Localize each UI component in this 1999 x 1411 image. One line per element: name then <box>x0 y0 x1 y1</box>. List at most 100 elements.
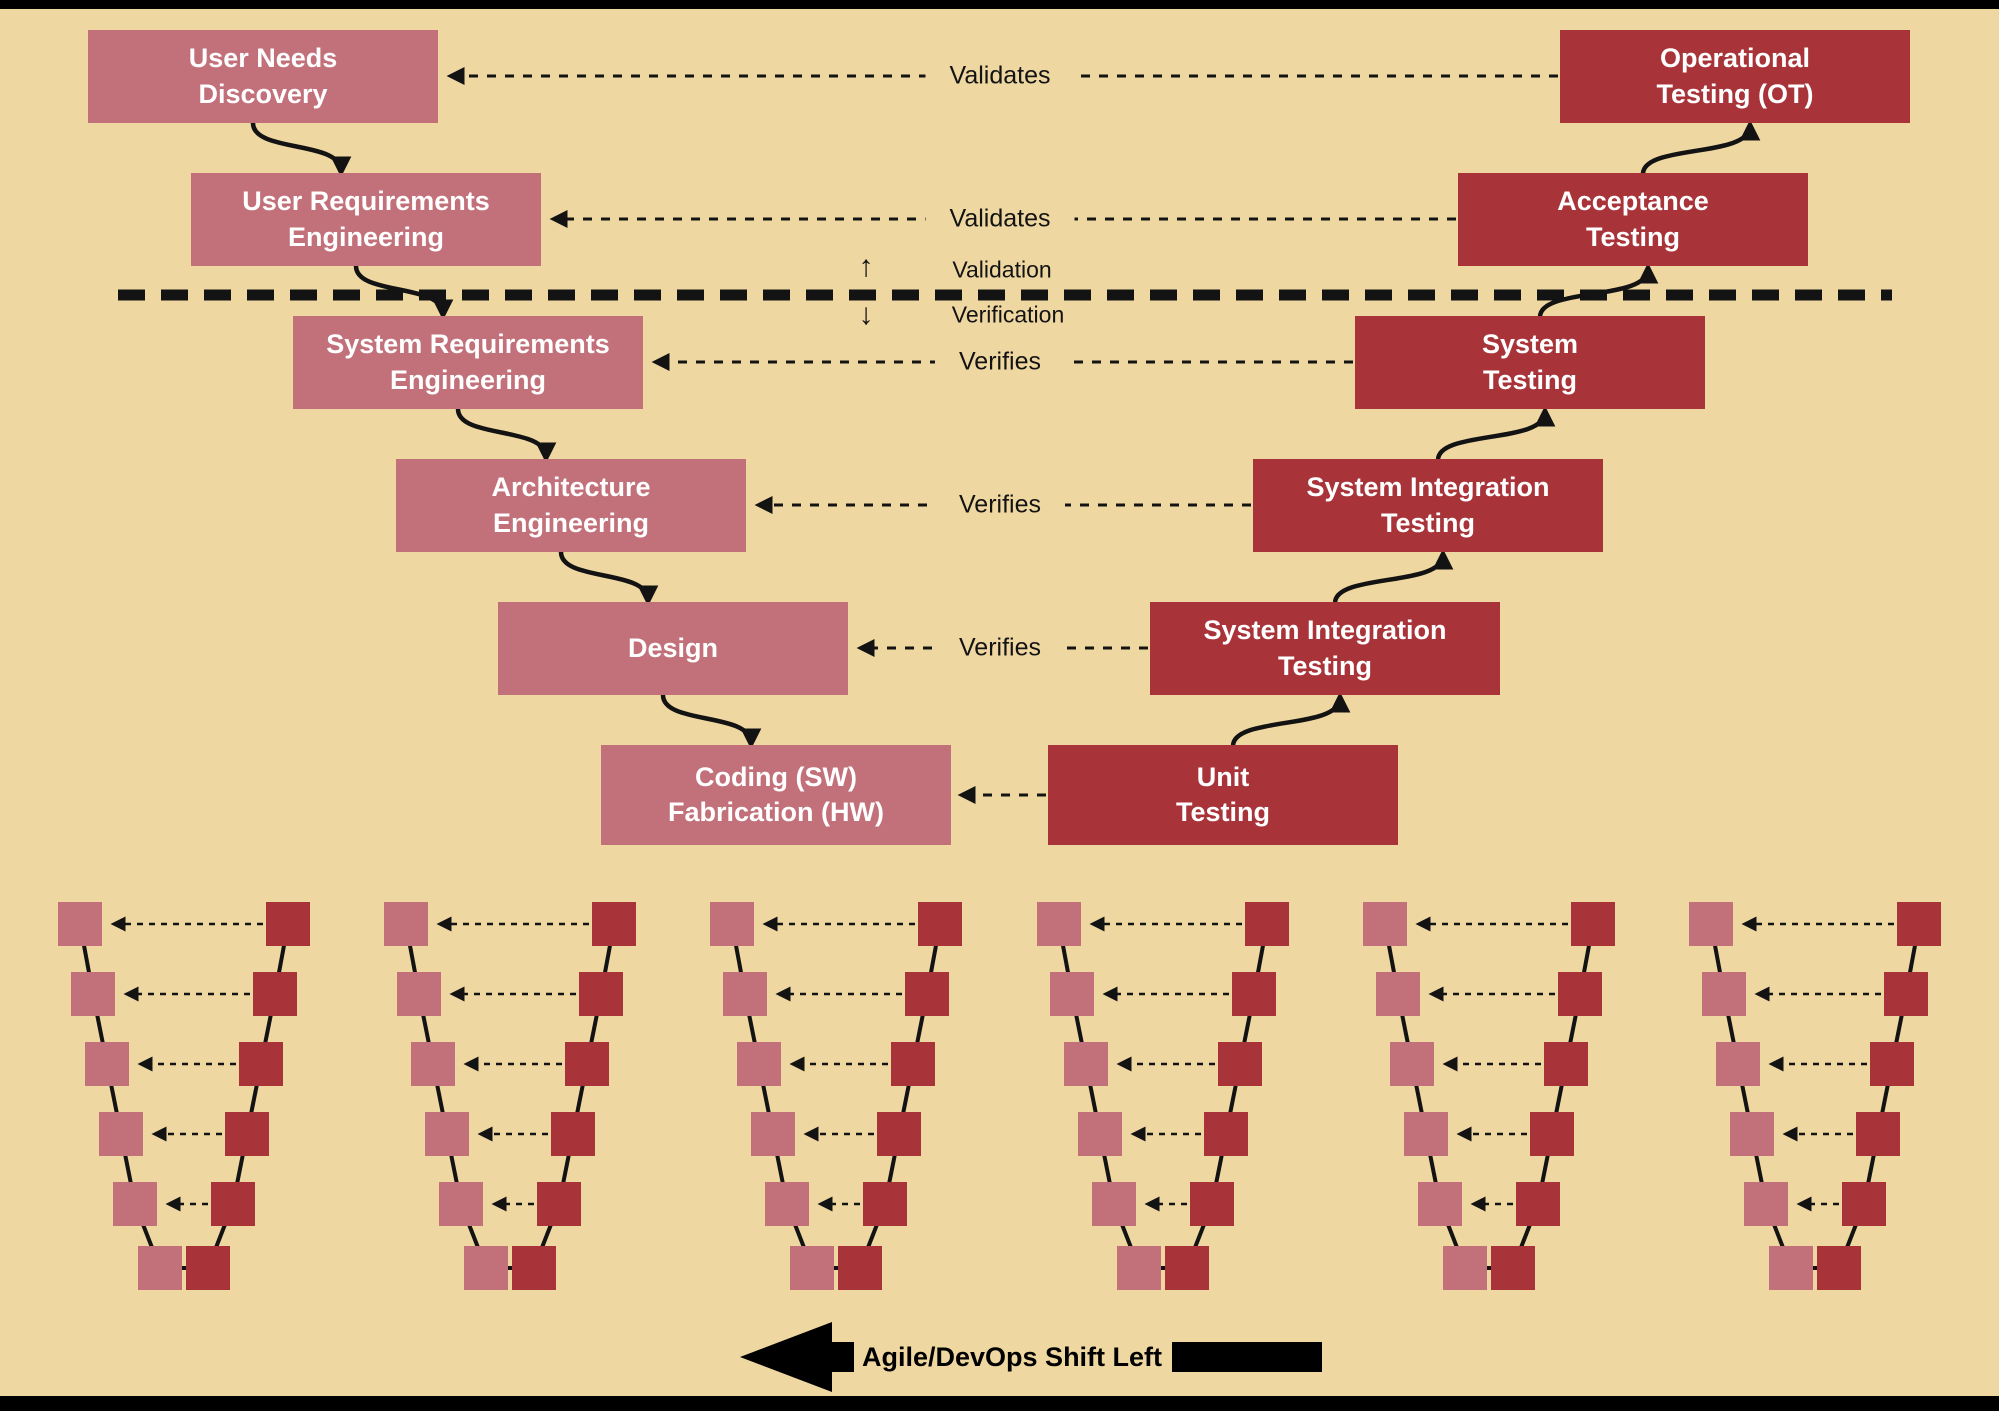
connector-left-3 <box>455 408 557 464</box>
connector-right-1 <box>1230 691 1351 747</box>
mini-v-left-square <box>439 1182 483 1226</box>
mini-v-model <box>58 902 310 1290</box>
mini-v-left-square <box>1064 1042 1108 1086</box>
mini-v-right-square <box>1817 1246 1861 1290</box>
mini-v-left-square <box>751 1112 795 1156</box>
mini-v-left-square <box>71 972 115 1016</box>
mini-v-right-square <box>1232 972 1276 1016</box>
phase-box-user-needs-discovery: User Needs Discovery <box>88 30 438 123</box>
mini-v-right-square <box>266 902 310 946</box>
mini-v-left-square <box>1716 1042 1760 1086</box>
phase-box-user-requirements-engineering: User Requirements Engineering <box>191 173 541 266</box>
mini-v-right-square <box>1842 1182 1886 1226</box>
mini-v-right-square <box>512 1246 556 1290</box>
mini-v-left-square <box>58 902 102 946</box>
mini-v-left-square <box>723 972 767 1016</box>
connector-left-2 <box>353 265 454 321</box>
mini-v-left-square <box>1050 972 1094 1016</box>
connector-left-1 <box>250 122 352 178</box>
mini-v-model <box>1037 902 1289 1290</box>
mini-v-right-square <box>253 972 297 1016</box>
mini-v-left-square <box>1037 902 1081 946</box>
phase-box-label: Unit Testing <box>1176 761 1270 827</box>
mini-v-left-square <box>1418 1182 1462 1226</box>
mini-v-left-square <box>710 902 754 946</box>
phase-box-coding-fabrication: Coding (SW) Fabrication (HW) <box>601 745 951 845</box>
mini-v-left-square <box>737 1042 781 1086</box>
phase-box-acceptance-testing: Acceptance Testing <box>1458 173 1808 266</box>
mini-v-right-square <box>891 1042 935 1086</box>
connector-right-4 <box>1537 262 1659 318</box>
mini-v-model <box>1689 902 1941 1290</box>
mini-v-left-square <box>397 972 441 1016</box>
mini-v-right-square <box>1190 1182 1234 1226</box>
phase-box-label: Design <box>627 632 719 663</box>
mini-v-left-square <box>1092 1182 1136 1226</box>
mini-v-right-square <box>592 902 636 946</box>
up-arrow-icon: ↑ <box>858 250 874 283</box>
phase-box-label: User Requirements Engineering <box>242 186 490 252</box>
phase-box-label: Operational Testing (OT) <box>1656 43 1814 109</box>
mini-v-left-square <box>1769 1246 1813 1290</box>
relation-label-validates-2: Validates <box>925 198 1075 240</box>
mini-v-right-square <box>211 1182 255 1226</box>
phase-box-system-integration-testing-2: System Integration Testing <box>1150 602 1500 695</box>
relation-label-verifies-1: Verifies <box>935 341 1065 383</box>
mini-v-model <box>1363 902 1615 1290</box>
mini-v-left-square <box>1078 1112 1122 1156</box>
connector-right-3 <box>1435 405 1556 461</box>
mini-v-right-square <box>239 1042 283 1086</box>
phase-box-unit-testing: Unit Testing <box>1048 745 1398 845</box>
mini-v-left-square <box>1376 972 1420 1016</box>
mini-v-left-square <box>99 1112 143 1156</box>
mini-v-left-square <box>1744 1182 1788 1226</box>
mini-v-left-square <box>113 1182 157 1226</box>
phase-box-operational-testing: Operational Testing (OT) <box>1560 30 1910 123</box>
mini-v-right-square <box>1544 1042 1588 1086</box>
relation-label-verifies-2: Verifies <box>935 484 1065 526</box>
relation-label-verifies-3: Verifies <box>935 627 1065 669</box>
mini-v-right-square <box>1571 902 1615 946</box>
arrow-bar-icon <box>1172 1342 1323 1372</box>
mini-v-right-square <box>565 1042 609 1086</box>
mini-v-right-square <box>1884 972 1928 1016</box>
phase-box-system-testing: System Testing <box>1355 316 1705 409</box>
mini-v-left-square <box>1390 1042 1434 1086</box>
phase-box-system-integration-testing-1: System Integration Testing <box>1253 459 1603 552</box>
mini-v-left-square <box>765 1182 809 1226</box>
mini-v-right-square <box>838 1246 882 1290</box>
mini-v-left-square <box>1117 1246 1161 1290</box>
connector-left-5 <box>660 694 762 750</box>
phase-box-system-requirements-engineering: System Requirements Engineering <box>293 316 643 409</box>
mini-v-left-square <box>85 1042 129 1086</box>
mini-v-right-square <box>1165 1246 1209 1290</box>
mini-v-right-square <box>877 1112 921 1156</box>
phase-box-label: Architecture Engineering <box>491 472 651 538</box>
mini-v-right-square <box>537 1182 581 1226</box>
down-arrow-icon: ↓ <box>858 298 874 331</box>
mini-v-left-square <box>138 1246 182 1290</box>
mini-v-right-square <box>1897 902 1941 946</box>
mini-v-right-square <box>1245 902 1289 946</box>
mini-v-right-square <box>1516 1182 1560 1226</box>
relation-label-validates-1: Validates <box>925 55 1075 97</box>
phase-box-label: Coding (SW) Fabrication (HW) <box>668 761 884 827</box>
mini-v-left-square <box>1730 1112 1774 1156</box>
mini-v-left-square <box>1363 902 1407 946</box>
mini-v-right-square <box>1530 1112 1574 1156</box>
phase-box-label: System Testing <box>1481 329 1579 395</box>
mini-v-right-square <box>1870 1042 1914 1086</box>
mini-v-left-square <box>1689 902 1733 946</box>
validation-label: Validation <box>952 256 1052 283</box>
mini-v-left-square <box>790 1246 834 1290</box>
mini-v-right-square <box>918 902 962 946</box>
mini-v-right-square <box>225 1112 269 1156</box>
mini-v-model <box>384 902 636 1290</box>
mini-v-left-square <box>411 1042 455 1086</box>
mini-v-left-square <box>1702 972 1746 1016</box>
phase-box-design: Design <box>498 602 848 695</box>
bottom-border-bar <box>0 1396 1999 1411</box>
mini-v-left-square <box>384 902 428 946</box>
mini-v-right-square <box>1558 972 1602 1016</box>
